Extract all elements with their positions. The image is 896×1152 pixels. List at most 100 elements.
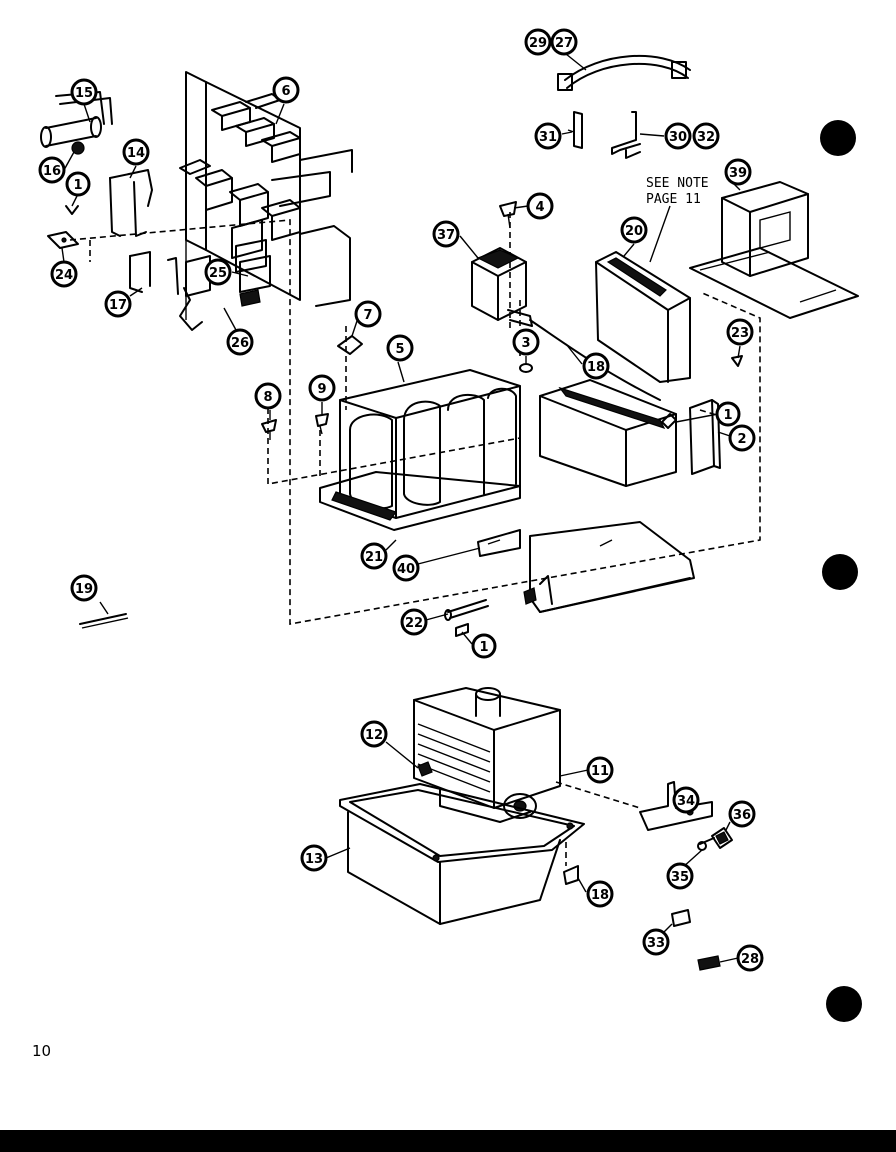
callout-1-right[interactable]: 1 (715, 401, 741, 427)
clip-part-31 (567, 111, 583, 149)
clip-7 (337, 335, 363, 355)
svg-text:24: 24 (55, 268, 73, 283)
callout-18-upper[interactable]: 18 (582, 352, 610, 380)
callout-27[interactable]: 27 (550, 28, 578, 56)
callout-16[interactable]: 16 (38, 156, 66, 184)
callout-13[interactable]: 13 (300, 844, 328, 872)
callout-4[interactable]: 4 (526, 192, 554, 220)
switch-bracket-assembly (179, 71, 353, 320)
callout-21[interactable]: 21 (360, 542, 388, 570)
callout-40[interactable]: 40 (392, 554, 420, 582)
svg-text:11: 11 (591, 764, 609, 779)
svg-text:8: 8 (263, 390, 272, 405)
svg-text:23: 23 (731, 326, 749, 341)
callout-37[interactable]: 37 (432, 220, 460, 248)
svg-text:3: 3 (521, 336, 530, 351)
waveguide-tray-13 (339, 783, 585, 925)
hv-component-39 (689, 181, 859, 319)
svg-text:32: 32 (697, 130, 715, 145)
callout-14[interactable]: 14 (122, 138, 150, 166)
binder-hole-bottom (826, 986, 862, 1022)
svg-text:36: 36 (733, 808, 751, 823)
svg-text:25: 25 (209, 266, 227, 281)
magnetron-cooling-fins (417, 723, 491, 793)
see-note-line1: SEE NOTE (646, 176, 709, 191)
svg-text:26: 26 (231, 336, 249, 351)
callout-20[interactable]: 20 (620, 216, 648, 244)
screw-18-bottom (563, 865, 579, 885)
svg-text:4: 4 (535, 200, 544, 215)
callout-34[interactable]: 34 (672, 786, 700, 814)
callout-6[interactable]: 6 (272, 76, 300, 104)
callout-19[interactable]: 19 (70, 574, 98, 602)
mounting-frame-dashed-outline (69, 219, 761, 625)
switch-25-26 (179, 239, 267, 331)
callout-23[interactable]: 23 (726, 318, 754, 346)
hv-transformer-5 (319, 369, 521, 531)
callout-30[interactable]: 30 (664, 122, 692, 150)
callout-39[interactable]: 39 (724, 158, 752, 186)
callout-36[interactable]: 36 (728, 800, 756, 828)
mounting-bracket-2 (689, 399, 721, 475)
callout-28[interactable]: 28 (736, 944, 764, 972)
callout-25[interactable]: 25 (204, 258, 232, 286)
callout-33[interactable]: 33 (642, 928, 670, 956)
svg-text:2: 2 (737, 432, 746, 447)
screw-4 (499, 201, 517, 229)
svg-text:22: 22 (405, 616, 423, 631)
callout-2[interactable]: 2 (728, 424, 756, 452)
callout-9[interactable]: 9 (308, 374, 336, 402)
svg-text:21: 21 (365, 550, 383, 565)
hv-capacitor-18 (529, 319, 677, 487)
callout-3[interactable]: 3 (512, 328, 540, 356)
callout-7[interactable]: 7 (354, 300, 382, 328)
bracket-17 (129, 251, 179, 295)
callout-17[interactable]: 17 (104, 290, 132, 318)
wire-19 (79, 613, 129, 629)
callout-22[interactable]: 22 (400, 608, 428, 636)
scan-bottom-edge (0, 1130, 896, 1152)
svg-text:29: 29 (529, 36, 547, 51)
thermostat-36 (711, 827, 733, 849)
svg-text:1: 1 (73, 178, 82, 193)
callout-29[interactable]: 29 (524, 28, 552, 56)
screw-35 (697, 837, 715, 851)
callout-31[interactable]: 31 (534, 122, 562, 150)
svg-text:1: 1 (479, 640, 488, 655)
svg-text:37: 37 (437, 228, 455, 243)
callout-26[interactable]: 26 (226, 328, 254, 356)
callout-35[interactable]: 35 (666, 862, 694, 890)
callout-32[interactable]: 32 (692, 122, 720, 150)
fuse-holder-15-16 (40, 91, 113, 155)
base-plate (523, 521, 695, 613)
callout-12[interactable]: 12 (360, 720, 388, 748)
svg-text:19: 19 (75, 582, 93, 597)
callout-24[interactable]: 24 (50, 260, 78, 288)
callout-15[interactable]: 15 (70, 78, 98, 106)
svg-text:14: 14 (127, 146, 145, 161)
wire-harness-part (557, 54, 691, 91)
callout-11[interactable]: 11 (586, 756, 614, 784)
svg-text:34: 34 (677, 794, 695, 809)
svg-text:18: 18 (591, 888, 609, 903)
callout-1-left[interactable]: 1 (65, 171, 91, 197)
callout-8[interactable]: 8 (254, 382, 282, 410)
svg-text:39: 39 (729, 166, 747, 181)
svg-text:5: 5 (395, 342, 404, 357)
svg-text:15: 15 (75, 86, 93, 101)
screw-1-left (65, 205, 79, 215)
svg-text:7: 7 (363, 308, 372, 323)
screw-1-right (661, 413, 677, 429)
binder-hole-middle (822, 554, 858, 590)
screw-1-bottom (455, 623, 469, 637)
callout-18-lower[interactable]: 18 (586, 880, 614, 908)
svg-text:17: 17 (109, 298, 127, 313)
leader-lines (61, 53, 741, 963)
callout-5[interactable]: 5 (386, 334, 414, 362)
screw-40 (477, 529, 521, 557)
svg-text:18: 18 (587, 360, 605, 375)
callout-1-bottom[interactable]: 1 (471, 633, 497, 659)
svg-text:27: 27 (555, 36, 573, 51)
